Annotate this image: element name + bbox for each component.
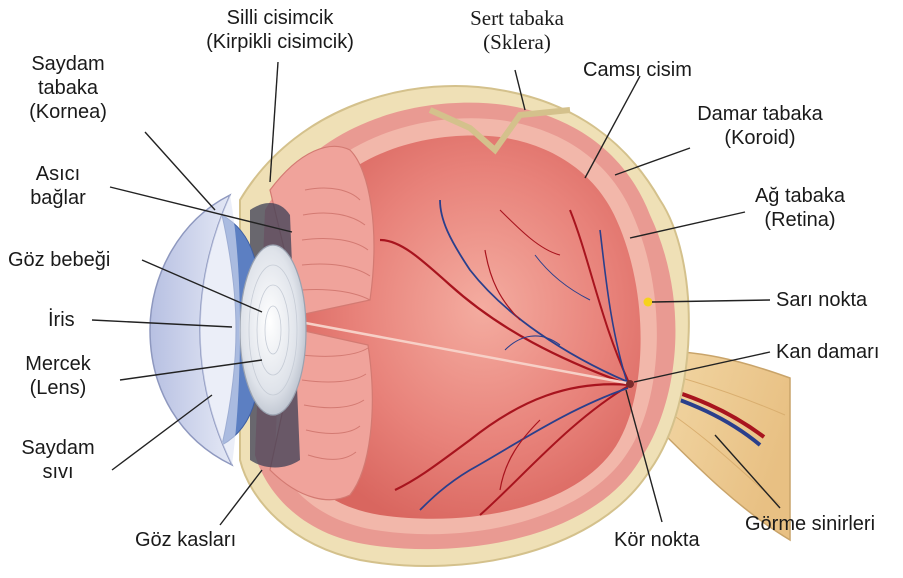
- label-ag-tabaka-line1: Ağ tabaka: [740, 184, 860, 208]
- label-silli-cisimcik-line1: Silli cisimcik: [185, 6, 375, 30]
- label-saydam-tabaka-line3: (Kornea): [8, 100, 128, 124]
- label-saydam-tabaka: Saydam tabaka (Kornea): [8, 52, 128, 124]
- label-goz-kaslari: Göz kasları: [135, 528, 236, 552]
- label-sert-tabaka: Sert tabaka (Sklera): [452, 6, 582, 54]
- label-saydam-sivi-line2: sıvı: [8, 460, 108, 484]
- label-asici-baglar-line2: bağlar: [8, 186, 108, 210]
- label-sert-tabaka-line2: (Sklera): [452, 30, 582, 54]
- label-sari-nokta: Sarı nokta: [776, 288, 867, 312]
- leader-goz-kaslari: [220, 470, 262, 525]
- label-mercek-line1: Mercek: [8, 352, 108, 376]
- label-ag-tabaka: Ağ tabaka (Retina): [740, 184, 860, 232]
- label-saydam-sivi-line1: Saydam: [8, 436, 108, 460]
- label-kan-damari: Kan damarı: [776, 340, 879, 364]
- macula-dot: [644, 298, 653, 307]
- label-gorme-sinirleri: Görme sinirleri: [745, 512, 875, 536]
- label-silli-cisimcik: Silli cisimcik (Kirpikli cisimcik): [185, 6, 375, 54]
- label-damar-tabaka: Damar tabaka (Koroid): [685, 102, 835, 150]
- label-saydam-tabaka-line1: Saydam: [8, 52, 128, 76]
- label-saydam-tabaka-line2: tabaka: [8, 76, 128, 100]
- label-goz-bebegi: Göz bebeği: [8, 248, 110, 272]
- label-mercek-line2: (Lens): [8, 376, 108, 400]
- label-saydam-sivi: Saydam sıvı: [8, 436, 108, 484]
- label-asici-baglar: Asıcı bağlar: [8, 162, 108, 210]
- label-damar-tabaka-line1: Damar tabaka: [685, 102, 835, 126]
- label-kor-nokta: Kör nokta: [614, 528, 700, 552]
- label-mercek: Mercek (Lens): [8, 352, 108, 400]
- blind-spot: [626, 380, 634, 388]
- label-ag-tabaka-line2: (Retina): [740, 208, 860, 232]
- label-sert-tabaka-line1: Sert tabaka: [452, 6, 582, 30]
- label-asici-baglar-line1: Asıcı: [8, 162, 108, 186]
- label-silli-cisimcik-line2: (Kirpikli cisimcik): [185, 30, 375, 54]
- label-damar-tabaka-line2: (Koroid): [685, 126, 835, 150]
- label-iris: İris: [48, 308, 75, 332]
- lens: [240, 245, 306, 415]
- label-camsi-cisim: Camsı cisim: [583, 58, 692, 82]
